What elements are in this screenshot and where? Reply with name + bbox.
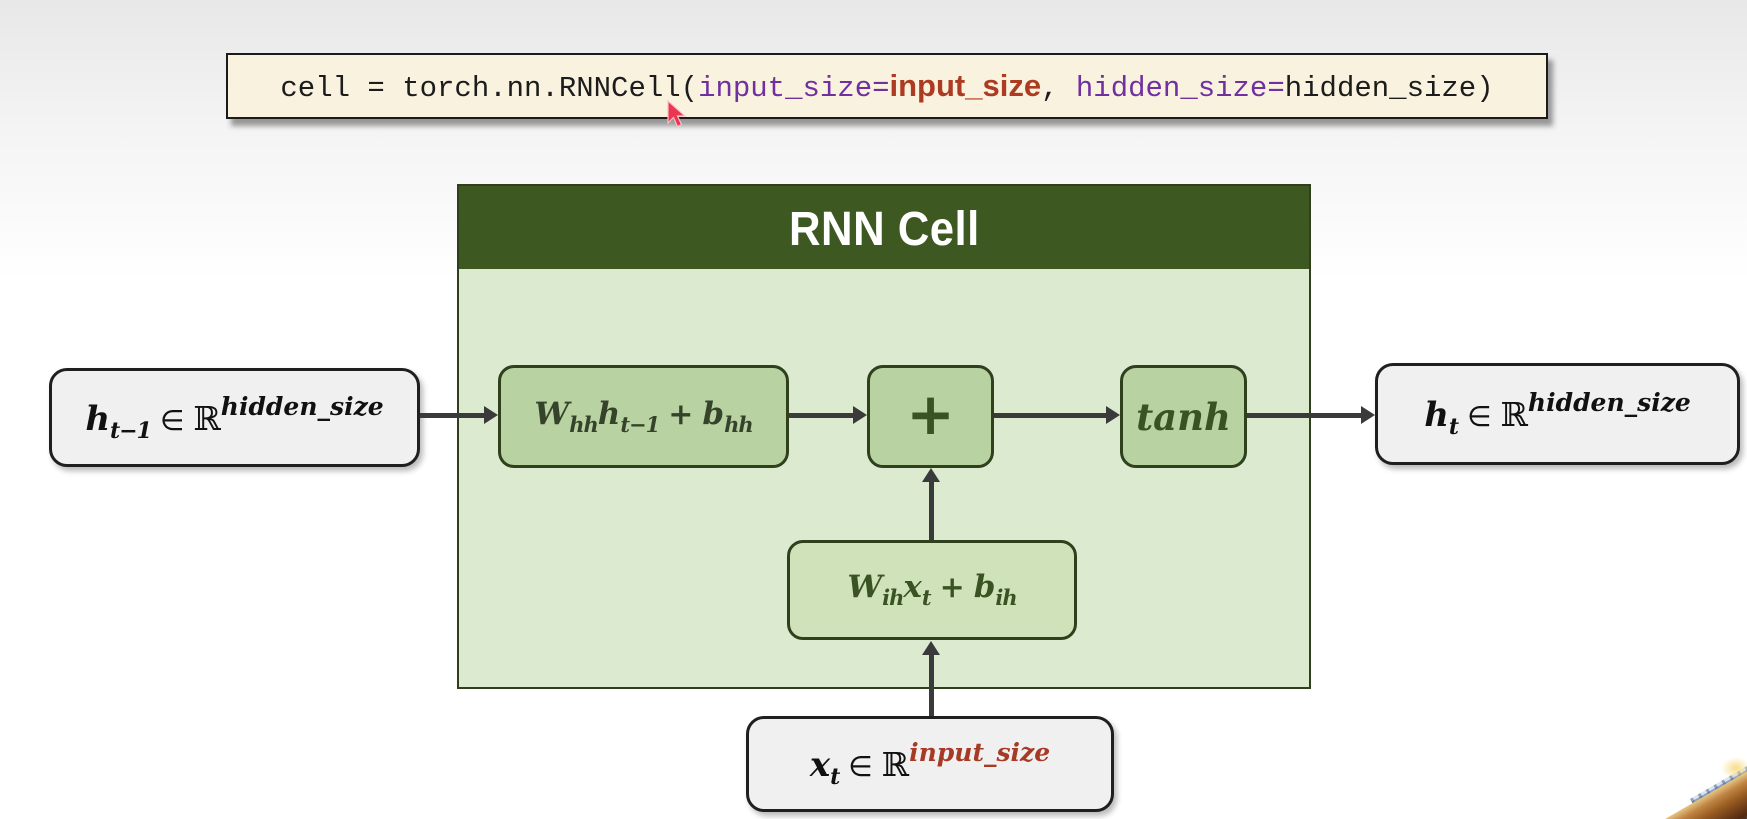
arrow-wih-to-sum [922, 468, 940, 540]
code-segment-call: cell = torch.nn.RNNCell( [280, 71, 699, 105]
math-var: h [85, 398, 111, 439]
element-of-symbol: ∈ [159, 403, 185, 437]
math-var: x [903, 569, 922, 605]
math-subscript: t [921, 585, 932, 610]
mouse-pointer-icon [667, 100, 687, 128]
math-var: b [973, 569, 996, 605]
math-superscript: hidden_size [1527, 388, 1691, 417]
node-sum: + [867, 365, 994, 468]
real-numbers-symbol: ℝ [881, 745, 910, 784]
code-line: cell = torch.nn.RNNCell(input_size=input… [280, 68, 1493, 105]
math-expression: Whhht−1+bhh [534, 395, 754, 437]
arrow-x-to-wih [922, 641, 940, 716]
code-snippet-box: cell = torch.nn.RNNCell(input_size=input… [226, 53, 1548, 119]
math-expression: ht−1 ∈ℝhidden_size [85, 394, 383, 442]
code-segment-input-value-highlight: input_size [889, 67, 1042, 103]
math-subscript: ih [882, 585, 904, 610]
plus-operator: + [939, 570, 965, 605]
tanh-label: tanh [1136, 394, 1231, 439]
webcam-desk-corner [1650, 755, 1747, 819]
arrow-sum-to-tanh [994, 406, 1120, 424]
node-input-transform: Wihxt+bih [787, 540, 1077, 640]
math-var: b [702, 395, 725, 432]
math-superscript: hidden_size [220, 391, 384, 421]
math-subscript: ih [995, 585, 1017, 610]
math-var: W [534, 395, 570, 432]
element-of-symbol: ∈ [848, 750, 873, 783]
real-numbers-symbol: ℝ [193, 398, 221, 438]
code-segment-hidden-value: hidden_size [1284, 71, 1477, 105]
code-segment-input-kwarg: input_size= [698, 71, 890, 105]
node-tanh-activation: tanh [1120, 365, 1247, 468]
math-subscript: t [1448, 414, 1459, 440]
rnn-cell-title: RNN Cell [788, 200, 980, 255]
element-of-symbol: ∈ [1467, 400, 1492, 433]
plus-symbol: + [906, 379, 955, 448]
arrow-hprev-to-whh [420, 406, 498, 424]
node-hidden-state-prev: ht−1 ∈ℝhidden_size [49, 368, 420, 467]
real-numbers-symbol: ℝ [1500, 395, 1528, 434]
math-subscript: t [830, 764, 840, 790]
math-subscript: t−1 [110, 417, 152, 444]
code-segment-close-paren: ) [1476, 71, 1494, 105]
plus-operator: + [668, 396, 694, 432]
arrow-whh-to-sum [789, 406, 867, 424]
code-segment-hidden-kwarg: hidden_size= [1075, 71, 1285, 105]
node-hidden-transform: Whhht−1+bhh [498, 365, 789, 468]
code-segment-comma: , [1041, 71, 1076, 105]
arrow-tanh-to-hnext [1247, 406, 1375, 424]
math-var: W [847, 569, 883, 605]
math-var: h [597, 395, 621, 432]
math-expression: Wihxt+bih [847, 569, 1017, 610]
math-expression: ht ∈ℝhidden_size [1424, 390, 1691, 438]
light-glow [1721, 757, 1747, 779]
math-subscript: hh [724, 411, 754, 437]
math-subscript: hh [569, 411, 599, 437]
math-subscript: t−1 [620, 411, 660, 437]
math-superscript-input-size: input_size [909, 738, 1051, 767]
math-var: x [809, 745, 831, 785]
node-hidden-state-next: ht ∈ℝhidden_size [1375, 363, 1740, 465]
node-input-vector: xt ∈ℝinput_size [746, 716, 1114, 812]
rnn-cell-header: RNN Cell [459, 186, 1309, 269]
math-expression: xt ∈ℝinput_size [810, 740, 1050, 788]
math-var: h [1424, 395, 1449, 435]
